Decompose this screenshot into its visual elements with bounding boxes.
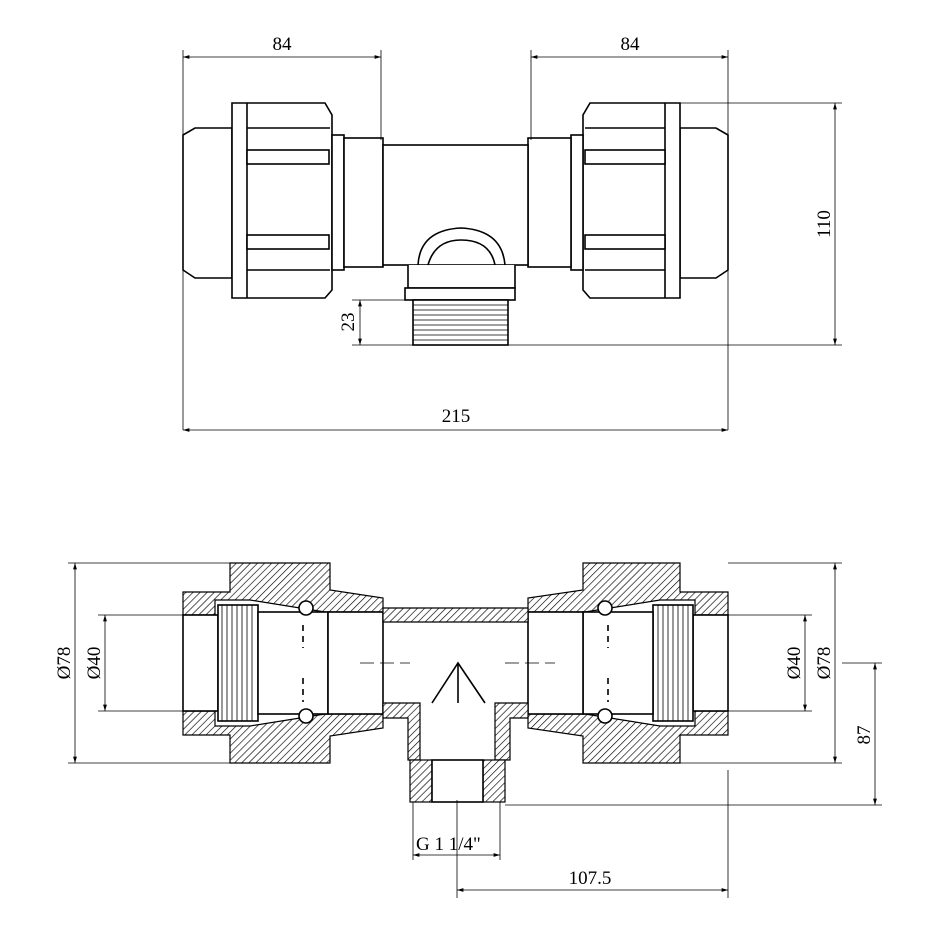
dim-right-inner-diameter: Ø40 [784,647,805,680]
dim-total-length: 215 [442,406,471,427]
dim-left-length: 84 [273,34,293,55]
tee-body [382,144,529,301]
tee-body-section [360,607,555,803]
dim-thread-size: G 1 1/4" [416,834,481,855]
section-dimension-lines [68,562,882,898]
section-view: Ø78 Ø40 Ø40 Ø78 87 G 1 1/4" 107.5 [54,562,882,898]
left-compression-nut [182,102,384,299]
left-fitting-section [182,562,384,764]
dim-left-inner-diameter: Ø40 [84,647,105,680]
dim-left-outer-diameter: Ø78 [54,647,75,680]
dim-half-length: 107.5 [569,868,612,889]
dim-height: 110 [814,210,835,238]
right-fitting-section [527,562,729,764]
dim-right-length: 84 [621,34,641,55]
right-compression-nut [527,102,729,299]
dim-thread-length: 23 [338,313,359,332]
dimension-lines [182,50,842,432]
male-thread [412,299,509,346]
top-view: 84 84 110 23 215 [182,34,842,432]
dim-right-outer-diameter: Ø78 [814,647,835,680]
dim-branch-height: 87 [854,726,875,745]
